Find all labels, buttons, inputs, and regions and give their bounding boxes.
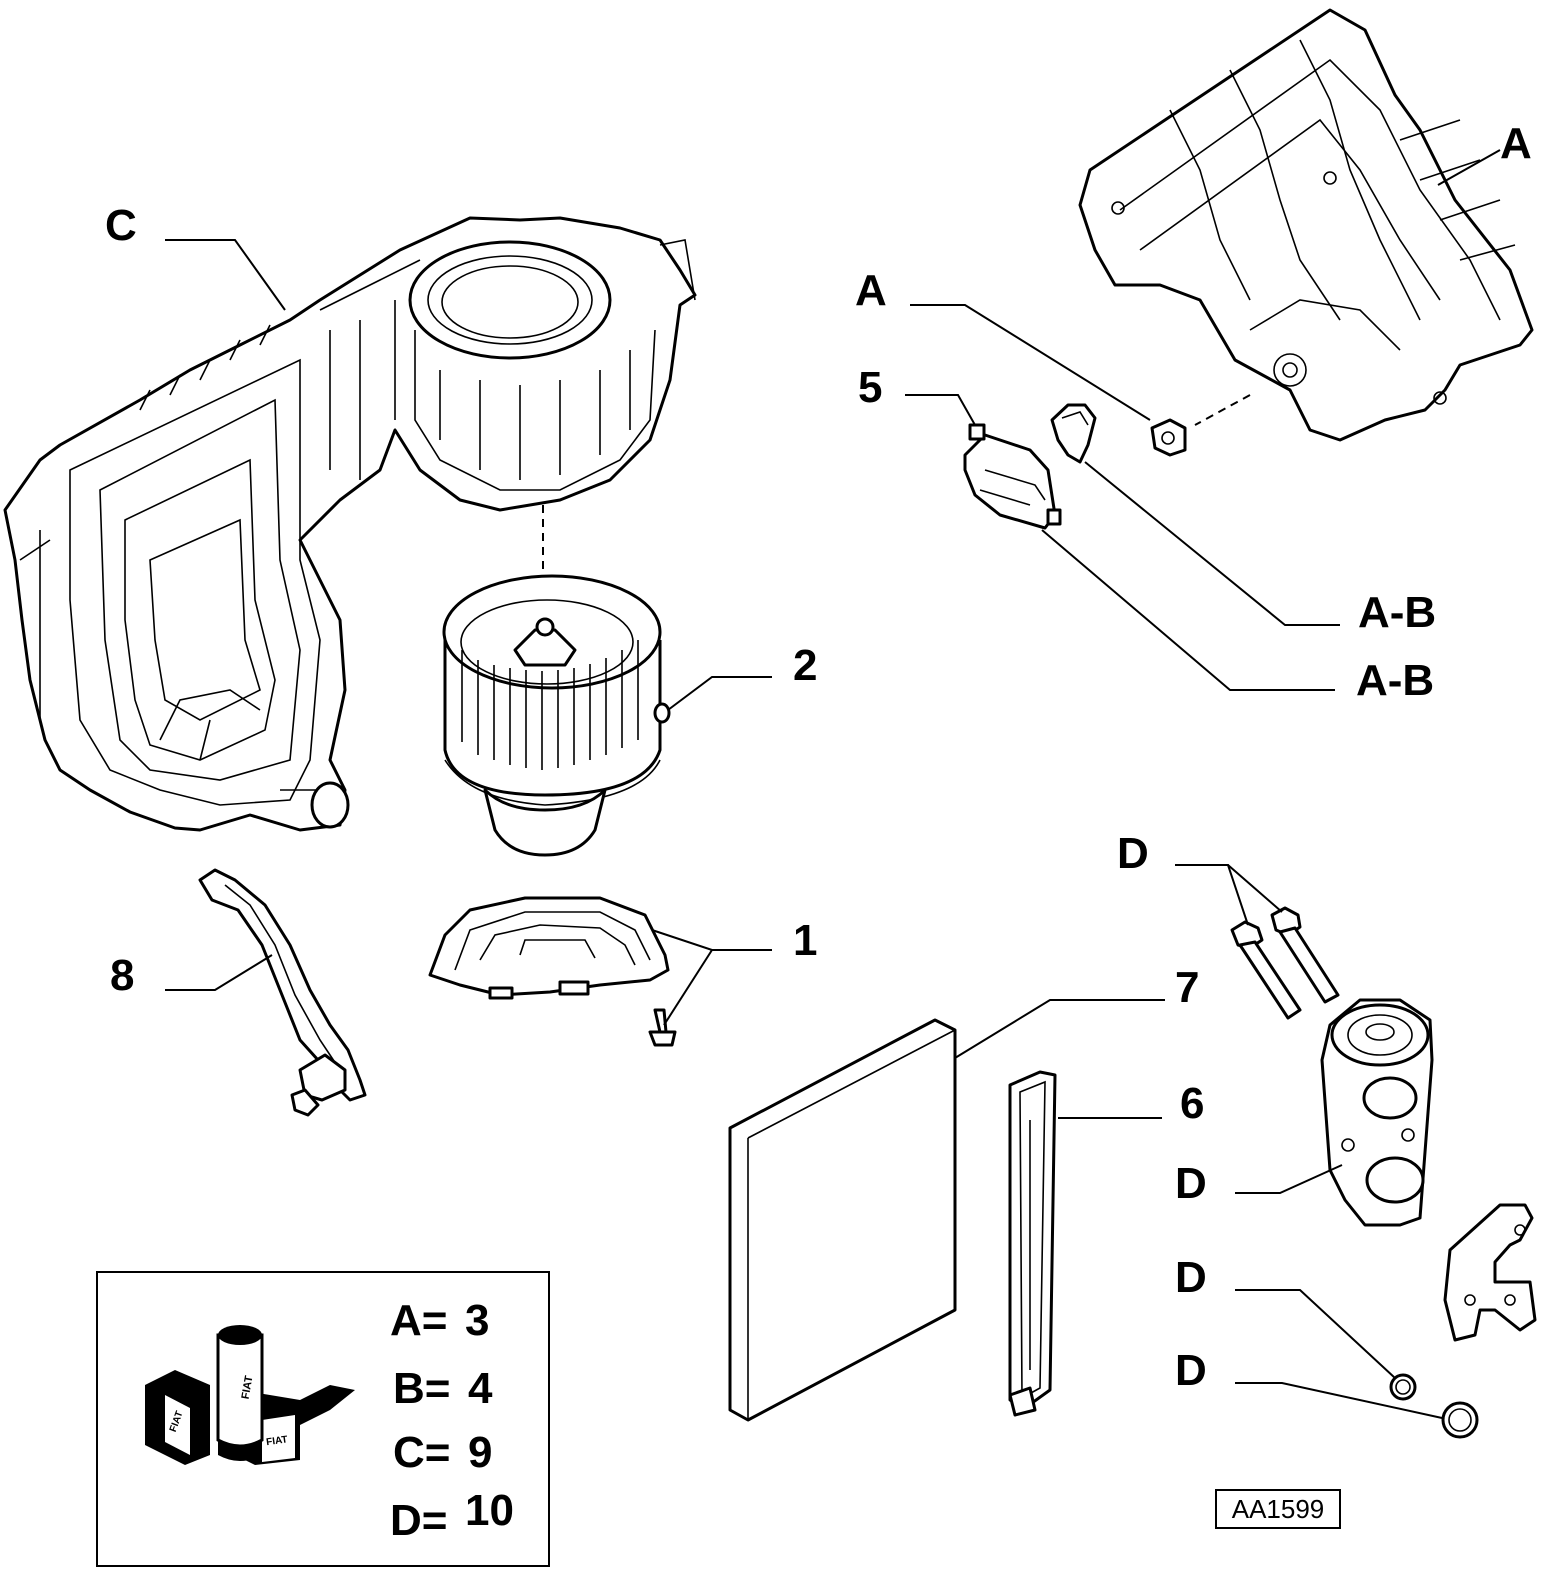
- callout-D-ring-large: D: [1175, 1346, 1207, 1395]
- assembly-axis-line: [1194, 394, 1251, 426]
- callout-2: 2: [793, 641, 817, 690]
- motor-cover-part: [428, 896, 670, 1000]
- callout-C: C: [105, 201, 137, 250]
- legend-key-C: C=: [393, 1428, 450, 1477]
- callout-D-bolts: D: [1117, 829, 1149, 878]
- legend-value-A: 3: [465, 1296, 489, 1345]
- logo-text-block-right: FIAT: [266, 1434, 289, 1448]
- sensor-part: [1050, 403, 1097, 464]
- blower-housing-part: [3, 216, 697, 832]
- o-ring-large: [1441, 1401, 1479, 1439]
- legend-key-A: A=: [390, 1296, 447, 1345]
- drawing-code: AA1599: [1232, 1494, 1325, 1524]
- legend-value-D: 10: [465, 1486, 514, 1535]
- callout-D-valve: D: [1175, 1159, 1207, 1208]
- cabin-filter-part: [728, 1018, 957, 1422]
- legend-value-B: 4: [468, 1364, 493, 1413]
- callout-A-B-actuator: A-B: [1356, 656, 1434, 705]
- blower-fan-part: [442, 574, 671, 857]
- legend-key-D: D=: [390, 1496, 447, 1545]
- callout-6: 6: [1180, 1079, 1204, 1128]
- callout-A-B-sensor: A-B: [1358, 588, 1436, 637]
- upper-housing-part: [1078, 8, 1534, 442]
- drawing-code-box: AA1599: [1215, 1489, 1341, 1529]
- callout-7: 7: [1175, 963, 1199, 1012]
- callout-D-ring-small: D: [1175, 1253, 1207, 1302]
- callout-5: 5: [858, 363, 882, 412]
- callout-A-clip: A: [855, 266, 887, 315]
- small-clip-part: [1150, 418, 1187, 457]
- brand-logo-icon: FIAT FIAT FIAT: [145, 1325, 355, 1465]
- bracket-part: [1443, 1203, 1537, 1342]
- callout-8: 8: [110, 951, 134, 1000]
- legend-box: FIAT FIAT FIAT A= 3 B= 4 C= 9 D= 10: [96, 1271, 550, 1567]
- logo-text-cylinder: FIAT: [240, 1375, 256, 1401]
- filter-frame-part: [1008, 1070, 1057, 1417]
- callout-A-housing: A: [1500, 119, 1532, 168]
- expansion-valve-part: [1320, 998, 1434, 1227]
- legend-key-B: B=: [393, 1364, 450, 1413]
- bolt-pair-part: [1230, 906, 1340, 1020]
- callout-1: 1: [793, 916, 817, 965]
- leader-lines: [165, 149, 1501, 1419]
- actuator-part: [963, 423, 1062, 530]
- legend-value-C: 9: [468, 1428, 492, 1477]
- drain-hose-part: [198, 868, 367, 1117]
- o-ring-small: [1389, 1373, 1417, 1401]
- screw-part: [648, 1008, 677, 1047]
